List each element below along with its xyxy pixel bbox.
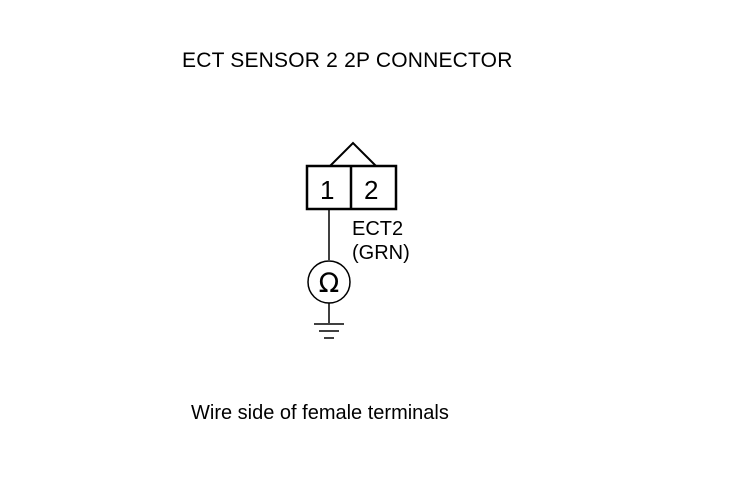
pin-2-label: 2 [364, 175, 378, 205]
connector-lock-tab [329, 141, 377, 167]
ohm-symbol: Ω [319, 268, 340, 299]
wire-color-label: (GRN) [352, 242, 410, 264]
diagram-caption: Wire side of female terminals [191, 402, 449, 424]
pin-1-label: 1 [320, 175, 334, 205]
wire-signal-label: ECT2 [352, 218, 403, 240]
diagram-title: ECT SENSOR 2 2P CONNECTOR [182, 49, 513, 72]
ohmmeter-icon: Ω [307, 260, 351, 304]
ground-icon [314, 323, 344, 339]
